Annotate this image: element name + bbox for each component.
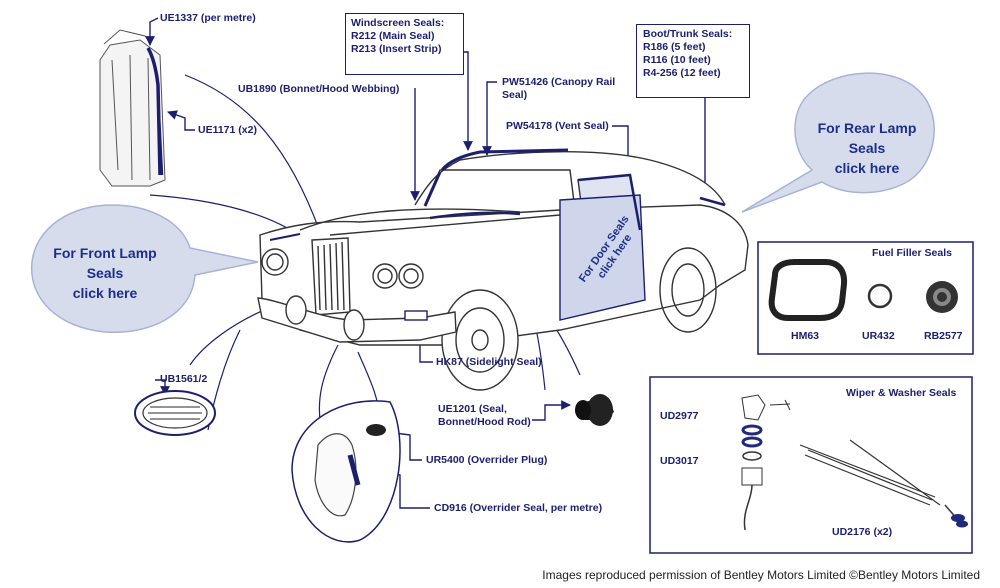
callout-hk87[interactable]: HK87 (Sidelight Seal): [436, 356, 542, 368]
front-lamp-line-2: Seals: [86, 265, 124, 281]
callout-ue1337[interactable]: UE1337 (per metre): [160, 12, 256, 24]
rear-lamp-line-3: click here: [834, 160, 900, 176]
boot-line-1: R186 (5 feet): [643, 41, 706, 53]
callout-cd916[interactable]: CD916 (Overrider Seal, per metre): [434, 502, 603, 514]
windscreen-line-2: R213 (Insert Strip): [351, 43, 442, 55]
part-ud2977[interactable]: UD2977: [660, 410, 699, 422]
car-illustration: [257, 148, 749, 391]
wiper-panel-title: Wiper & Washer Seals: [846, 387, 957, 399]
callout-pw54178[interactable]: PW54178 (Vent Seal): [506, 120, 609, 132]
bonnet-rod-seal-illustration: [575, 394, 614, 426]
part-ur432[interactable]: UR432: [862, 330, 895, 342]
sidelight-seal-illustration: [134, 390, 216, 436]
callout-ue1201[interactable]: UE1201 (Seal, Bonnet/Hood Rod): [438, 403, 531, 428]
callout-ub1890[interactable]: UB1890 (Bonnet/Hood Webbing): [238, 83, 400, 95]
part-hm63[interactable]: HM63: [791, 330, 820, 342]
overrider-illustration: [291, 400, 401, 543]
boot-seals-box: Boot/Trunk Seals: R186 (5 feet) R116 (10…: [636, 24, 750, 98]
part-rb2577[interactable]: RB2577: [924, 330, 963, 342]
part-ud2176[interactable]: UD2176 (x2): [832, 526, 893, 538]
rear-lamp-line-2: Seals: [848, 140, 886, 156]
rear-lamp-link[interactable]: For Rear Lamp Seals click here: [802, 118, 932, 178]
boot-line-3: R4-256 (12 feet): [643, 67, 721, 79]
rear-lamp-bubble[interactable]: [741, 72, 935, 213]
bonnet-strip-illustration: [99, 29, 166, 187]
boot-line-2: R116 (10 feet): [643, 54, 711, 66]
windscreen-seals-box: Windscreen Seals: R212 (Main Seal) R213 …: [345, 13, 464, 75]
front-lamp-line-3: click here: [72, 285, 138, 301]
fuel-panel-title: Fuel Filler Seals: [872, 247, 952, 259]
fuel-filler-parts: [768, 259, 958, 321]
front-lamp-link[interactable]: For Front Lamp Seals click here: [40, 243, 170, 303]
callout-pw51426[interactable]: PW51426 (Canopy Rail Seal): [502, 76, 616, 101]
callout-ue1171[interactable]: UE1171 (x2): [198, 124, 257, 136]
part-ud3017[interactable]: UD3017: [660, 455, 699, 467]
rear-lamp-line-1: For Rear Lamp: [817, 120, 917, 136]
wiper-washer-parts: [741, 394, 968, 531]
image-credit: Images reproduced permission of Bentley …: [542, 568, 980, 582]
boot-title: Boot/Trunk Seals:: [643, 28, 733, 40]
wiper-washer-panel: [649, 376, 973, 554]
windscreen-line-1: R212 (Main Seal): [351, 30, 435, 42]
front-lamp-bubble[interactable]: [30, 204, 259, 334]
windscreen-title: Windscreen Seals:: [351, 17, 445, 29]
callout-ub1561[interactable]: UB1561/2: [160, 373, 208, 385]
callout-ur5400[interactable]: UR5400 (Overrider Plug): [426, 454, 548, 466]
front-lamp-line-1: For Front Lamp: [53, 245, 157, 261]
